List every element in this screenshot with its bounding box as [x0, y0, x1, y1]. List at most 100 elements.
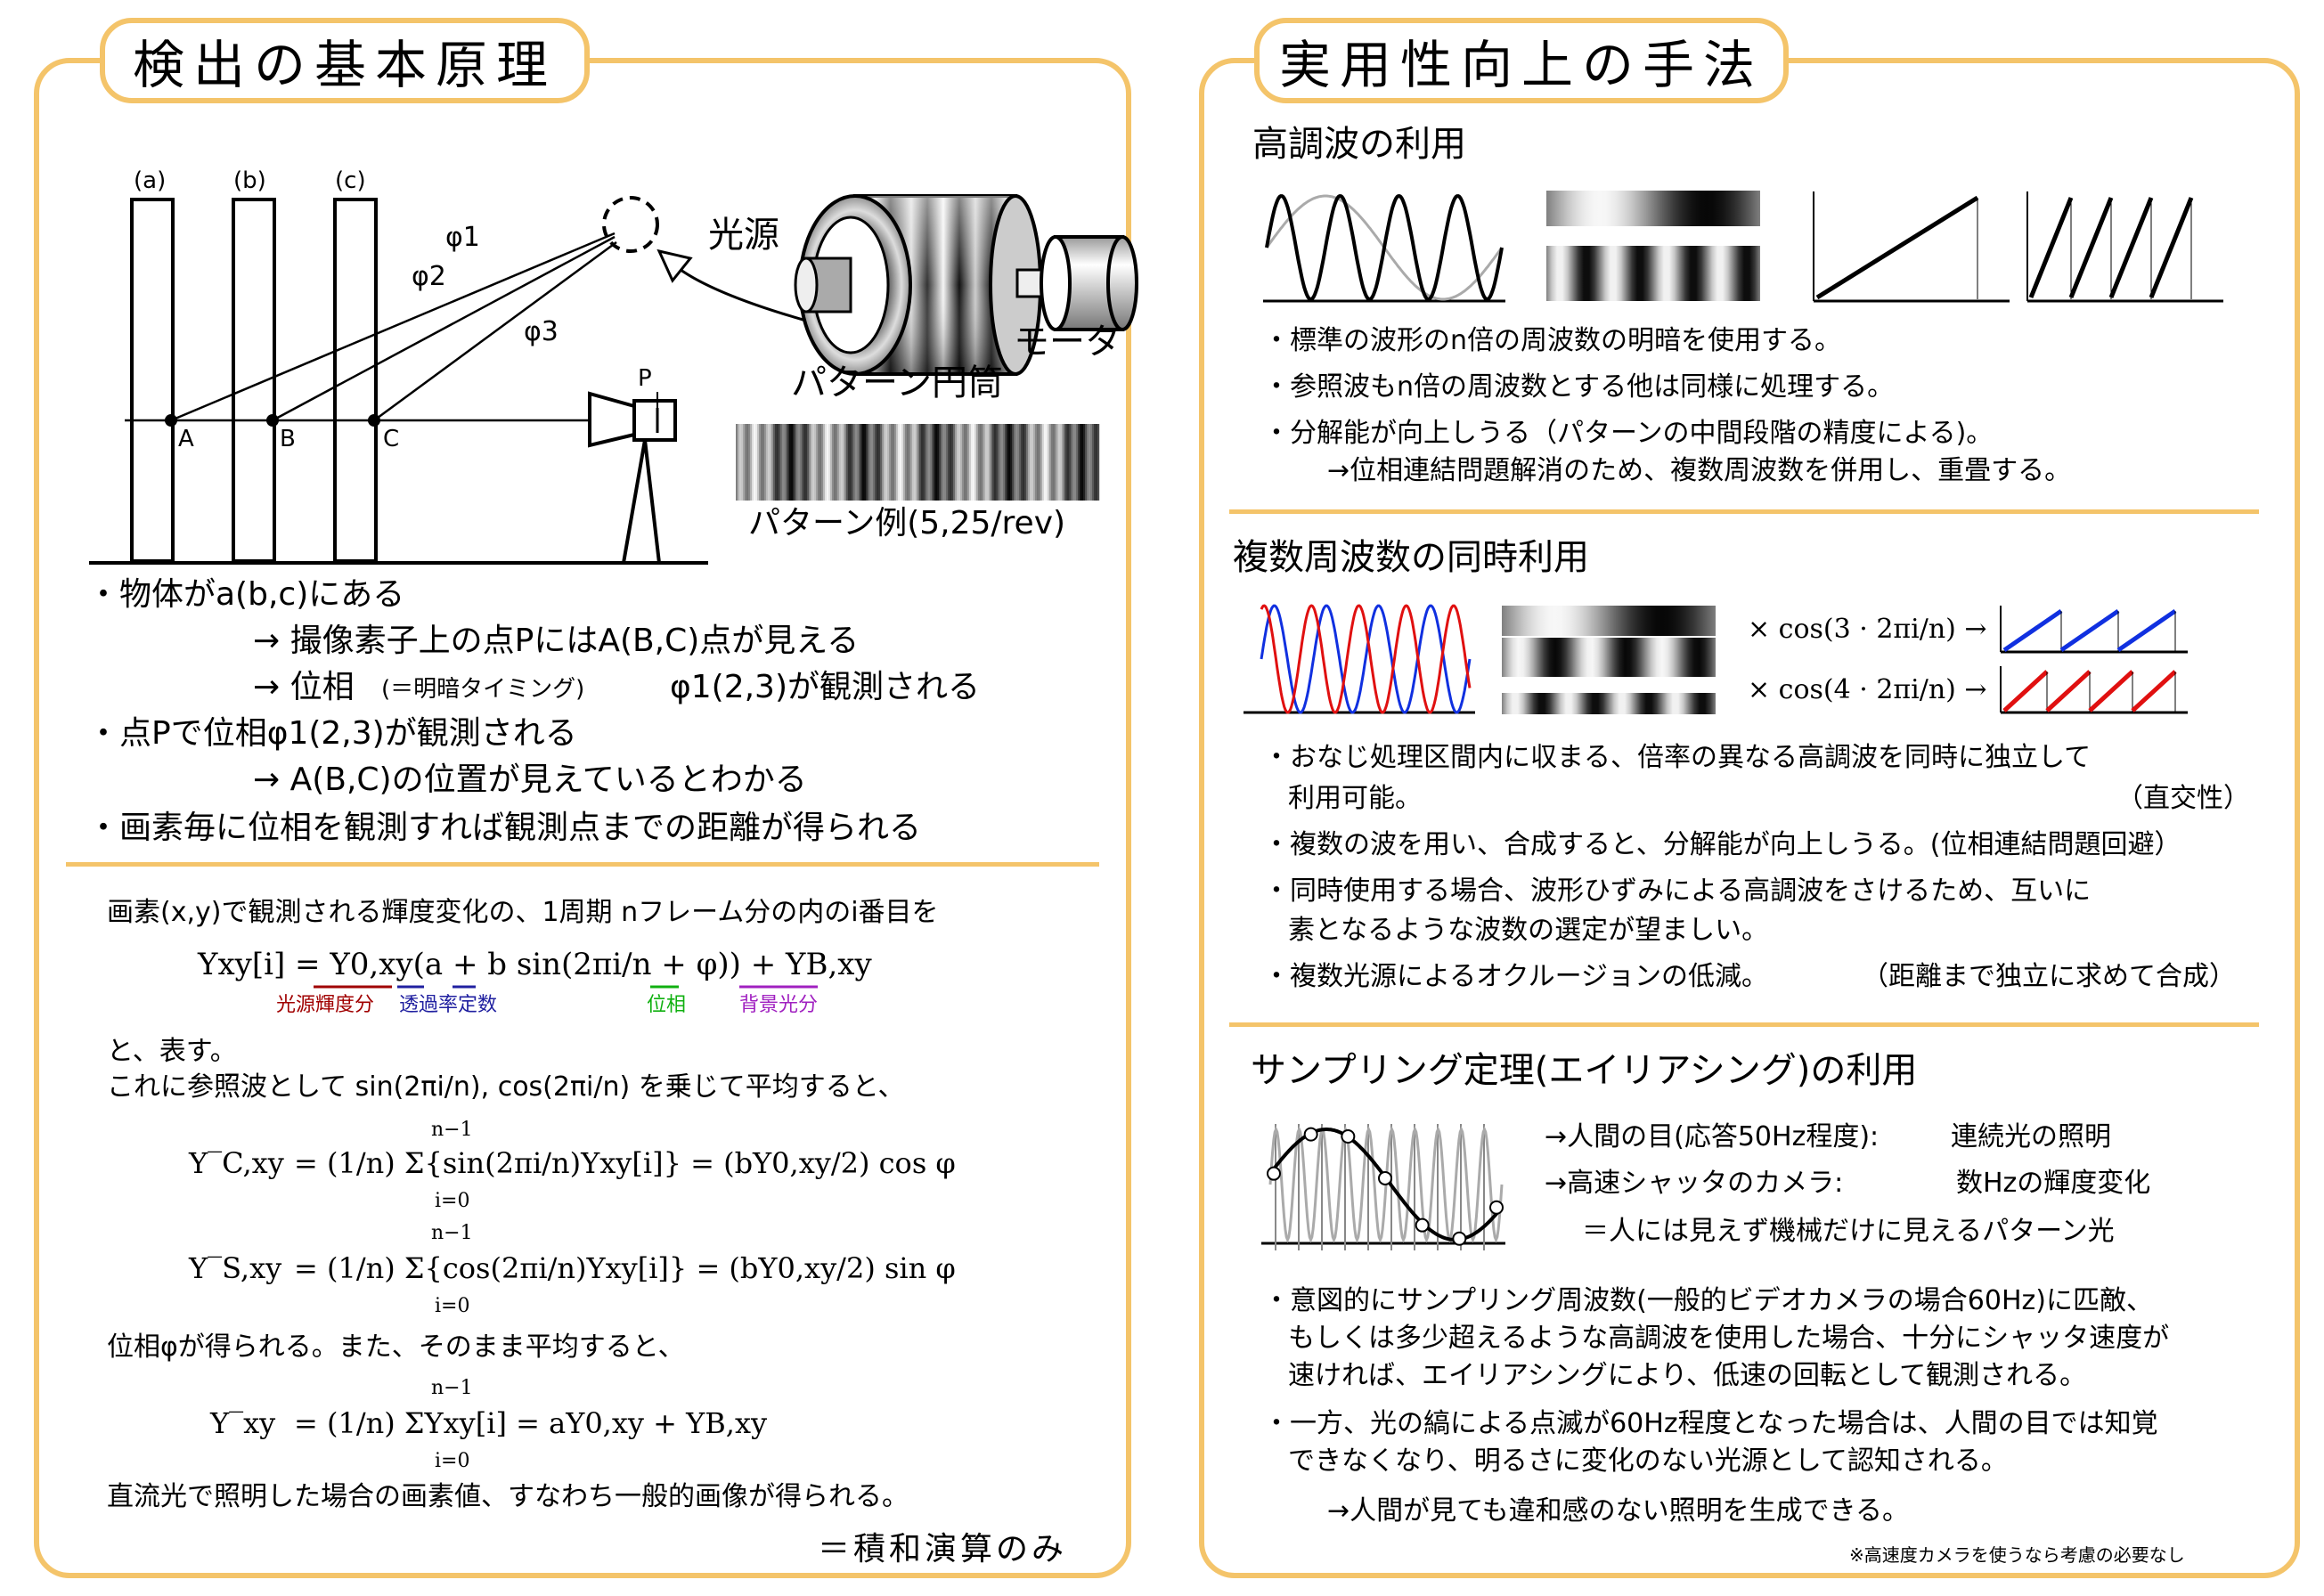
pattern-stripe	[1085, 424, 1088, 501]
pattern-stripe	[773, 424, 776, 501]
pattern-stripe	[746, 424, 749, 501]
bullet-see-point: → 撮像素子上の点PにはA(B,C)点が見える	[253, 623, 860, 659]
pattern-stripe	[830, 424, 833, 501]
wave-3x	[1260, 604, 1472, 714]
pattern-stripe	[978, 424, 981, 501]
pattern-stripe	[1044, 424, 1047, 501]
pattern-stripe	[880, 424, 883, 501]
pattern-stripe	[809, 424, 811, 501]
ray-phi1	[170, 232, 616, 422]
sample-point	[1415, 1217, 1430, 1233]
pattern-stripe	[800, 424, 803, 501]
pattern-stripe	[971, 424, 974, 501]
pattern-stripe	[900, 424, 902, 501]
pattern-stripe	[974, 424, 977, 501]
equation-3-lhs: Y‾S,xy	[189, 1251, 282, 1285]
section-harmonics-heading: 高調波の利用	[1252, 124, 1466, 165]
pattern-stripe	[1074, 424, 1077, 501]
pattern-stripe	[948, 424, 950, 501]
right-divider-1	[1229, 509, 2259, 514]
multi-bullet-4b: （距離まで独立に求めて合成）	[1862, 961, 2236, 992]
pattern-stripe	[957, 424, 959, 501]
pattern-stripe	[1080, 424, 1082, 501]
pattern-stripe	[841, 424, 844, 501]
point-a-label: A	[178, 426, 194, 452]
label-phase: 位相	[647, 994, 687, 1016]
bullet-know-position: → A(B,C)の位置が見えているとわかる	[253, 761, 807, 798]
pattern-stripe	[923, 424, 926, 501]
saw4-tooth	[2088, 670, 2134, 712]
ray-phi3	[373, 240, 617, 422]
saw4-tooth	[2045, 670, 2092, 712]
pattern-stripe	[996, 424, 999, 501]
pattern-stripe	[1030, 424, 1032, 501]
principle-diagram	[89, 194, 1138, 565]
pattern-stripe	[1037, 424, 1040, 501]
motor	[1015, 235, 1138, 331]
sampling-camera: →高速シャッタのカメラ:	[1545, 1168, 1844, 1199]
pattern-stripe	[946, 424, 949, 501]
pattern-stripe	[764, 424, 767, 501]
math-dc-light: 直流光で照明した場合の画素値、すなわち一般的画像が得られる。	[107, 1481, 909, 1512]
pattern-stripe	[850, 424, 852, 501]
pattern-stripe	[1097, 424, 1100, 501]
equation-4-lhs: Y‾xy	[210, 1406, 276, 1440]
pattern-stripe	[1017, 424, 1020, 501]
pattern-stripe	[846, 424, 849, 501]
pattern-stripe	[917, 424, 920, 501]
pattern-stripe	[958, 424, 961, 501]
pattern-stripe	[1089, 424, 1091, 501]
pattern-stripe	[1039, 424, 1041, 501]
phi3-label: φ3	[524, 316, 559, 347]
cylinder-label: パターン円筒	[791, 362, 1003, 403]
wave-4x	[1260, 604, 1472, 714]
pattern-stripe	[839, 424, 842, 501]
pattern-stripe	[944, 424, 947, 501]
pattern-stripe	[759, 424, 762, 501]
pattern-stripe	[825, 424, 828, 501]
sampling-bullet-2b: できなくなり、明るさに変化のない光源として認知される。	[1288, 1445, 2008, 1477]
camera-icon	[588, 391, 677, 564]
col-b-label: (b)	[233, 167, 266, 194]
pattern-stripe	[784, 424, 787, 501]
pattern-stripe	[853, 424, 856, 501]
pattern-stripe	[820, 424, 822, 501]
pattern-stripe	[1048, 424, 1050, 501]
pattern-stripe	[750, 424, 753, 501]
pattern-stripe	[1092, 424, 1095, 501]
math-intro: 画素(x,y)で観測される輝度変化の、1周期 nフレーム分の内のi番目を	[107, 897, 939, 928]
bullet-phase: → 位相	[253, 669, 355, 705]
pattern-stripe	[1072, 424, 1075, 501]
saw-tooth	[2108, 197, 2154, 298]
pattern-stripe	[912, 424, 915, 501]
pattern-stripe	[987, 424, 990, 501]
light-source-circle	[602, 196, 659, 253]
pattern-stripe	[818, 424, 820, 501]
pattern-stripe	[834, 424, 836, 501]
pattern-stripe	[998, 424, 1000, 501]
pattern-stripe	[935, 424, 938, 501]
bullet-distance: ・画素毎に位相を観測すれば観測点までの距離が得られる	[87, 810, 922, 846]
pattern-stripe	[877, 424, 879, 501]
pattern-stripe	[885, 424, 888, 501]
col-a-label: (a)	[134, 167, 167, 194]
saw-tooth	[2149, 197, 2194, 298]
pattern-stripe	[907, 424, 909, 501]
pattern-stripe	[1028, 424, 1031, 501]
pattern-stripe	[989, 424, 991, 501]
harmonic-wave	[1265, 194, 1504, 301]
pattern-stripe	[1083, 424, 1086, 501]
pattern-stripe	[812, 424, 815, 501]
pattern-stripe	[832, 424, 835, 501]
pattern-stripe	[992, 424, 995, 501]
pattern-stripe	[1078, 424, 1080, 501]
pattern-stripe	[757, 424, 760, 501]
pattern-stripe	[1049, 424, 1052, 501]
pattern-stripe	[951, 424, 954, 501]
stripe-base	[1502, 606, 1716, 636]
pattern-stripe	[803, 424, 806, 501]
sampling-bullet-3: →人間が見ても違和感のない照明を生成できる。	[1327, 1495, 1910, 1527]
pattern-stripe	[844, 424, 847, 501]
pattern-stripe	[855, 424, 858, 501]
motor-label: モータ	[1014, 322, 1121, 362]
